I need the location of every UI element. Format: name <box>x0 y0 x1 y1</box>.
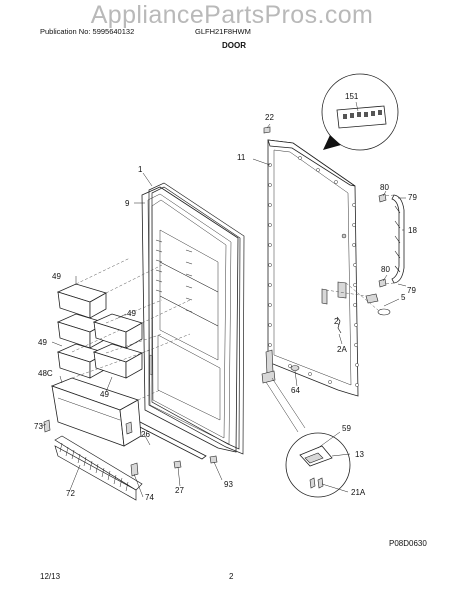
callout-5: 5 <box>401 293 406 302</box>
callout-22: 22 <box>265 113 274 122</box>
control-panel-detail <box>321 73 399 151</box>
callout-151: 151 <box>345 92 359 101</box>
door-inner-liner <box>141 186 239 453</box>
model-number: GLFH21F8HWM <box>195 27 251 36</box>
callout-27: 27 <box>175 486 184 495</box>
callout-2a: 2A <box>337 345 347 354</box>
callout-79-upper: 79 <box>408 193 417 202</box>
lower-hinge-pin <box>261 349 276 384</box>
callout-80-upper: 80 <box>380 183 389 192</box>
page-number: 2 <box>229 572 234 581</box>
hinge-parts <box>325 282 391 334</box>
screw-22 <box>263 126 271 134</box>
screw-27 <box>173 460 182 469</box>
callout-49-right-upper: 49 <box>127 309 136 318</box>
callout-1: 1 <box>138 165 143 174</box>
callout-21a: 21A <box>351 488 366 497</box>
large-door-bin <box>50 349 161 447</box>
callout-2: 2 <box>334 317 339 326</box>
watermark: AppliancePartsPros.com <box>90 1 374 29</box>
publication-number: Publication No: 5995640132 <box>40 27 135 36</box>
callout-59: 59 <box>342 424 351 433</box>
door-gasket <box>148 182 245 455</box>
callout-48c: 48C <box>38 369 53 378</box>
callout-49-left: 49 <box>38 338 47 347</box>
callout-9: 9 <box>125 199 130 208</box>
callout-49-top: 49 <box>52 272 61 281</box>
footer-date: 12/13 <box>40 572 61 581</box>
callout-26: 26 <box>141 430 150 439</box>
section-title: DOOR <box>222 41 246 50</box>
door-bins <box>56 257 191 379</box>
callout-13: 13 <box>355 450 364 459</box>
callout-49-bottom: 49 <box>100 390 109 399</box>
door-handle <box>378 193 405 288</box>
drawing-code: P08D0630 <box>389 539 427 548</box>
callout-11: 11 <box>237 153 246 162</box>
callout-74: 74 <box>145 493 154 502</box>
callout-79-lower: 79 <box>407 286 416 295</box>
callout-80-lower: 80 <box>381 265 390 274</box>
leader-lines <box>41 123 407 498</box>
bushing-64 <box>290 365 300 371</box>
callout-72: 72 <box>66 489 75 498</box>
hinge-detail <box>265 377 351 498</box>
door-outer-panel <box>267 139 359 397</box>
callout-93: 93 <box>224 480 233 489</box>
bottle-rack <box>43 419 143 501</box>
screw-93 <box>209 455 218 464</box>
callout-18: 18 <box>408 226 417 235</box>
callout-73: 73 <box>34 422 43 431</box>
callout-64: 64 <box>291 386 300 395</box>
